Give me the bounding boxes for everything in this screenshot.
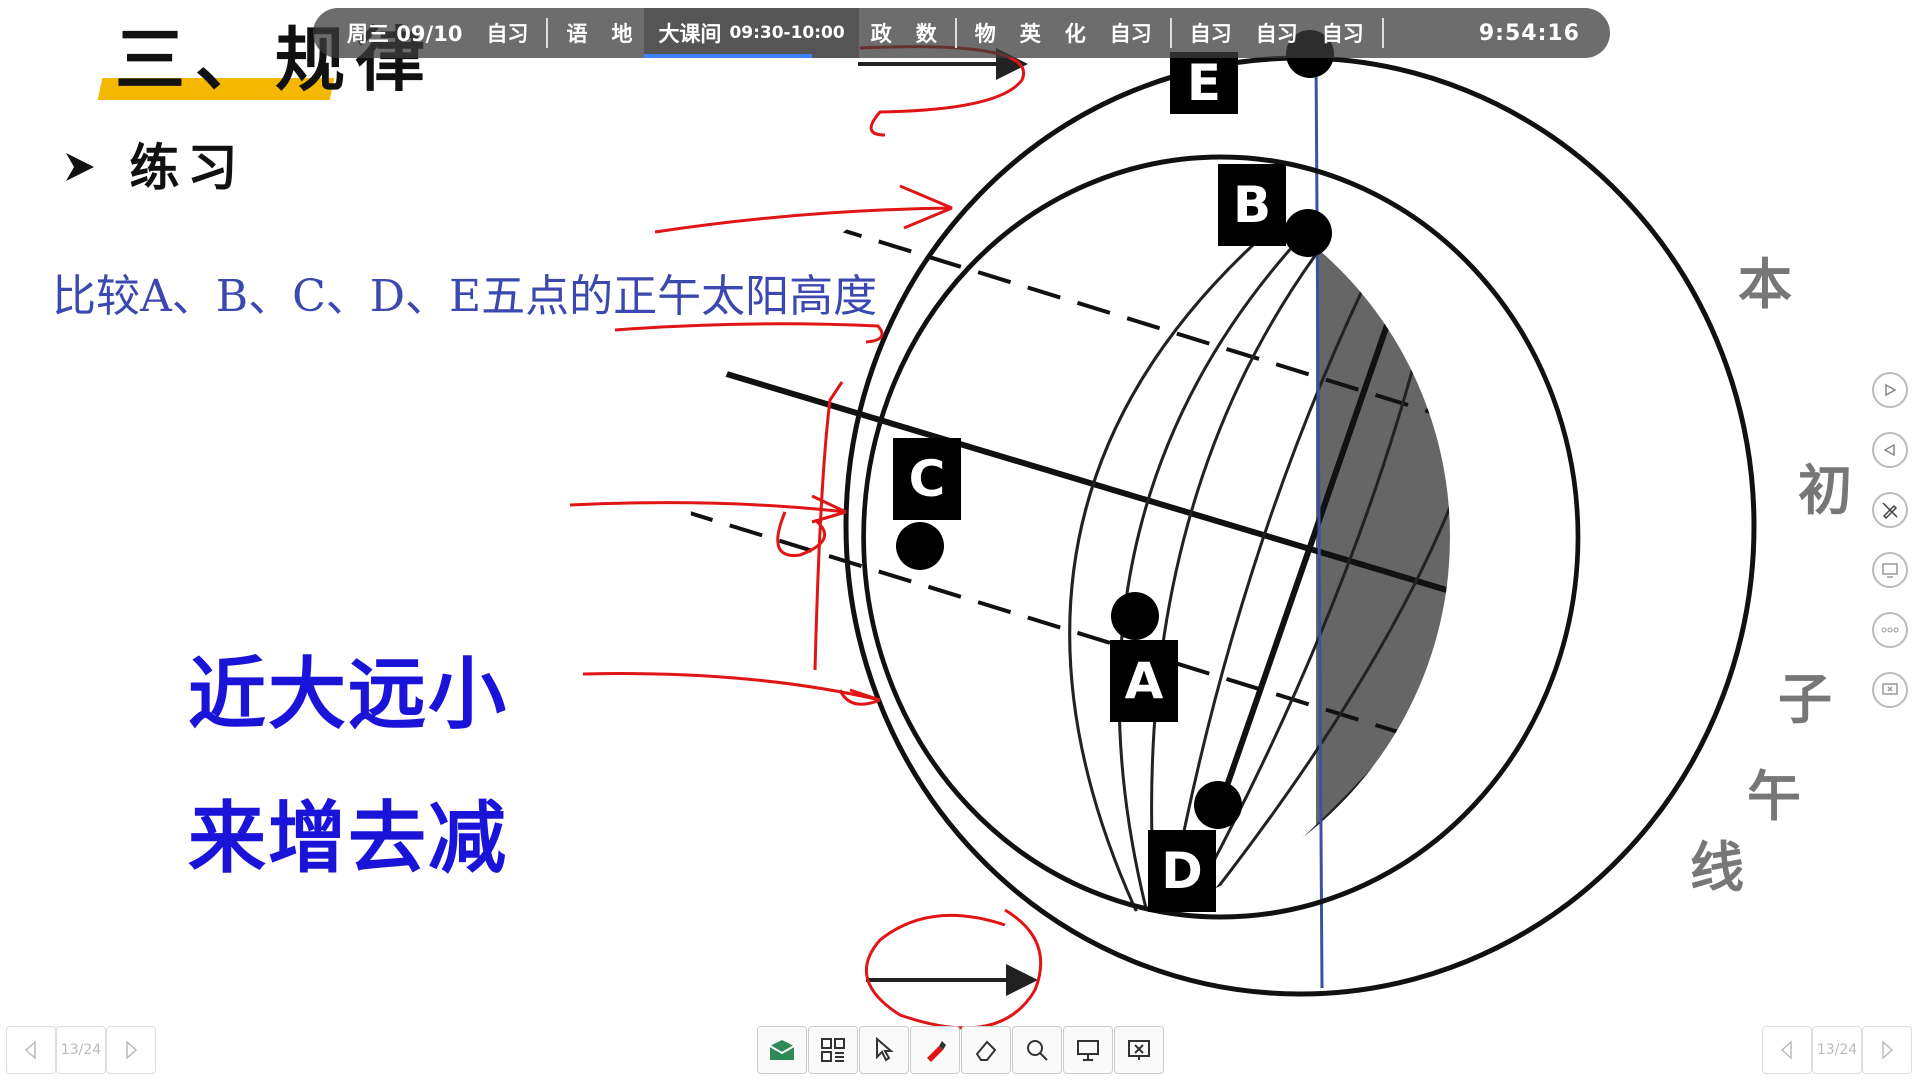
- point-label-e: E: [1170, 52, 1238, 114]
- schedule-item: 英: [1019, 22, 1041, 46]
- caption-char-4: 午: [1747, 764, 1801, 828]
- exit-presentation-icon[interactable]: [1872, 672, 1908, 708]
- point-a-dot: [1111, 592, 1159, 640]
- parallel-dashed-upper: [690, 178, 1450, 522]
- schedule-item: 自习: [1321, 22, 1364, 46]
- prev-slide-play-icon[interactable]: [1872, 432, 1908, 468]
- next-page-button[interactable]: [1862, 1026, 1912, 1074]
- chevron-left-icon: [1780, 1040, 1792, 1060]
- schedule-current-label: 大课间: [658, 22, 722, 46]
- caption-char-2: 初: [1798, 458, 1852, 522]
- search-icon: [1027, 1040, 1048, 1061]
- whiteboard-button[interactable]: [1063, 1026, 1113, 1074]
- end-show-button[interactable]: [1114, 1026, 1164, 1074]
- board-icon: [1077, 1040, 1099, 1061]
- subheading: 练习: [62, 128, 245, 200]
- schedule-item: 地: [611, 22, 633, 46]
- next-slide-play-icon[interactable]: [1872, 372, 1908, 408]
- annotation-circle-bottom: [864, 908, 1043, 1030]
- pager-right: 13/24: [1762, 1026, 1912, 1074]
- caption-char-1: 本: [1738, 252, 1792, 316]
- point-label-b: B: [1218, 164, 1286, 246]
- schedule-divider: [1169, 18, 1172, 48]
- subheading-text: 练习: [129, 139, 246, 197]
- screen-cast-icon[interactable]: [1872, 552, 1908, 588]
- bottom-toolbar: [757, 1026, 1165, 1078]
- annotation-arrow-2: [654, 184, 953, 234]
- caption-char-3: 子: [1778, 667, 1832, 731]
- caption-char-5: 线: [1690, 835, 1744, 899]
- parallel-solid: [690, 357, 1450, 693]
- eraser-icon: [975, 1040, 997, 1061]
- envelope-icon: [769, 1040, 795, 1060]
- schedule-item: 语: [566, 22, 588, 46]
- schedule-current-period: 大课间 09:30-10:00: [644, 8, 859, 58]
- point-c-dot: [896, 522, 944, 570]
- point-label-d: D: [1148, 830, 1216, 912]
- schedule-divider: [546, 18, 549, 48]
- chevron-right-icon: [1882, 1040, 1894, 1060]
- globe-outline: [861, 154, 1581, 920]
- lesson-tools-button[interactable]: [757, 1026, 807, 1074]
- point-d-dot: [1194, 781, 1242, 829]
- pen-tool-button[interactable]: [910, 1026, 960, 1074]
- point-b-dot: [1284, 209, 1332, 257]
- pen-icon: [927, 1041, 946, 1062]
- schedule-item: 物: [974, 22, 996, 46]
- zoom-search-button[interactable]: [1012, 1026, 1062, 1074]
- annotation-bracket: [813, 381, 844, 671]
- annotation-loop: [776, 511, 827, 557]
- point-label-a: A: [1110, 640, 1178, 722]
- page-indicator: 13/24: [1812, 1026, 1862, 1074]
- more-options-icon[interactable]: [1872, 612, 1908, 648]
- chevron-left-icon: [24, 1040, 36, 1060]
- schedule-progress-bar: [644, 54, 812, 58]
- class-schedule-bar: 周三 09/10 自习 语 地 大课间 09:30-10:00 政 数 物 英 …: [313, 8, 1610, 58]
- schedule-date: 周三 09/10: [347, 22, 463, 46]
- schedule-item: 化: [1064, 22, 1086, 46]
- schedule-divider: [954, 18, 957, 48]
- schedule-current-time: 09:30-10:00: [729, 23, 845, 43]
- apps-grid-button[interactable]: [808, 1026, 858, 1074]
- prev-page-button[interactable]: [1762, 1026, 1812, 1074]
- annotation-arrow-5: [582, 672, 881, 706]
- rule-near-big-far-small: 近大远小: [188, 650, 509, 740]
- chevron-right-icon: [126, 1040, 138, 1060]
- eraser-button[interactable]: [961, 1026, 1011, 1074]
- next-page-button[interactable]: [106, 1026, 156, 1074]
- schedule-divider: [1381, 18, 1384, 48]
- close-screen-icon: [1128, 1040, 1150, 1060]
- schedule-item: 政: [870, 22, 892, 46]
- annotation-top-arrow: [859, 45, 1026, 137]
- page-indicator: 13/24: [56, 1026, 106, 1074]
- meridian-3: [1158, 157, 1450, 917]
- arrow-bullet-icon: [62, 139, 104, 197]
- schedule-item: 自习: [1255, 22, 1298, 46]
- pager-left: 13/24: [6, 1026, 156, 1074]
- select-pointer-button[interactable]: [859, 1026, 909, 1074]
- question-text: 比较A、B、C、D、E五点的正午太阳高度: [52, 271, 878, 322]
- rule-come-increase-go-decrease: 来增去减: [188, 794, 509, 884]
- point-label-c: C: [893, 438, 961, 520]
- globe-outline-ellipse: [843, 55, 1757, 997]
- annotation-arrow-3: [614, 322, 884, 344]
- grid-icon: [821, 1038, 845, 1062]
- parallel-dashed-lower: [690, 508, 1450, 852]
- cursor-icon: [876, 1037, 894, 1062]
- annotation-pen-icon[interactable]: [1872, 492, 1908, 528]
- schedule-item: 自习: [486, 22, 529, 46]
- schedule-clock: 9:54:16: [1478, 20, 1580, 46]
- prev-page-button[interactable]: [6, 1026, 56, 1074]
- schedule-item: 自习: [1189, 22, 1232, 46]
- schedule-item: 自习: [1109, 22, 1152, 46]
- red-annotations: [569, 45, 1043, 1030]
- schedule-item: 数: [915, 22, 937, 46]
